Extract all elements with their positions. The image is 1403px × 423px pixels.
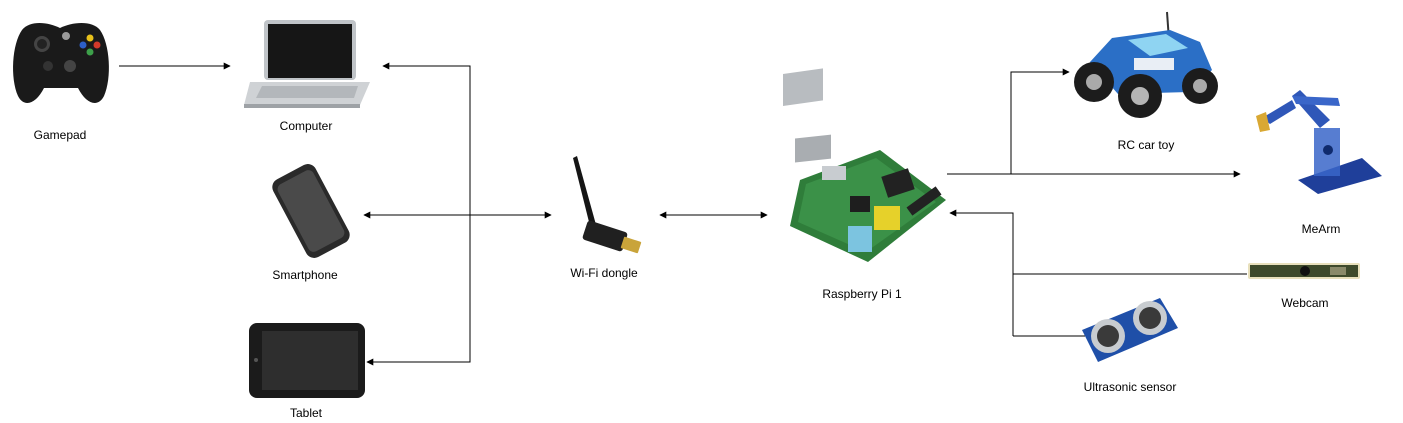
robot-arm-icon	[1256, 90, 1382, 194]
raspberry-pi-label: Raspberry Pi 1	[822, 287, 902, 301]
webcam-module-icon	[1248, 263, 1360, 279]
tablet-label: Tablet	[289, 406, 323, 420]
gamepad-label: Gamepad	[33, 128, 87, 142]
wifi-dongle-label: Wi-Fi dongle	[570, 266, 638, 280]
smartphone-icon	[272, 164, 350, 258]
gamepad-icon	[13, 23, 109, 103]
arrow-bus-to-tablet	[366, 215, 471, 366]
usb-wifi-dongle-icon	[573, 156, 642, 254]
rc-car-label: RC car toy	[1117, 138, 1175, 152]
arrow-pi-to-rccar	[1010, 68, 1070, 174]
webcam-label: Webcam	[1281, 296, 1329, 310]
raspberry-pi-board-icon	[783, 68, 946, 262]
arrow-bus-to-computer	[382, 62, 471, 215]
connectors	[119, 62, 1247, 366]
tablet-icon	[249, 323, 365, 398]
arrow-sensors-to-pi	[949, 209, 1014, 336]
rc-car-icon	[1074, 11, 1218, 118]
mearm-label: MeArm	[1301, 222, 1341, 236]
laptop-icon	[244, 20, 370, 108]
computer-label: Computer	[279, 119, 333, 133]
ultrasonic-sensor-label: Ultrasonic sensor	[1083, 380, 1177, 394]
smartphone-label: Smartphone	[272, 268, 338, 282]
ultrasonic-sensor-icon	[1082, 298, 1178, 362]
